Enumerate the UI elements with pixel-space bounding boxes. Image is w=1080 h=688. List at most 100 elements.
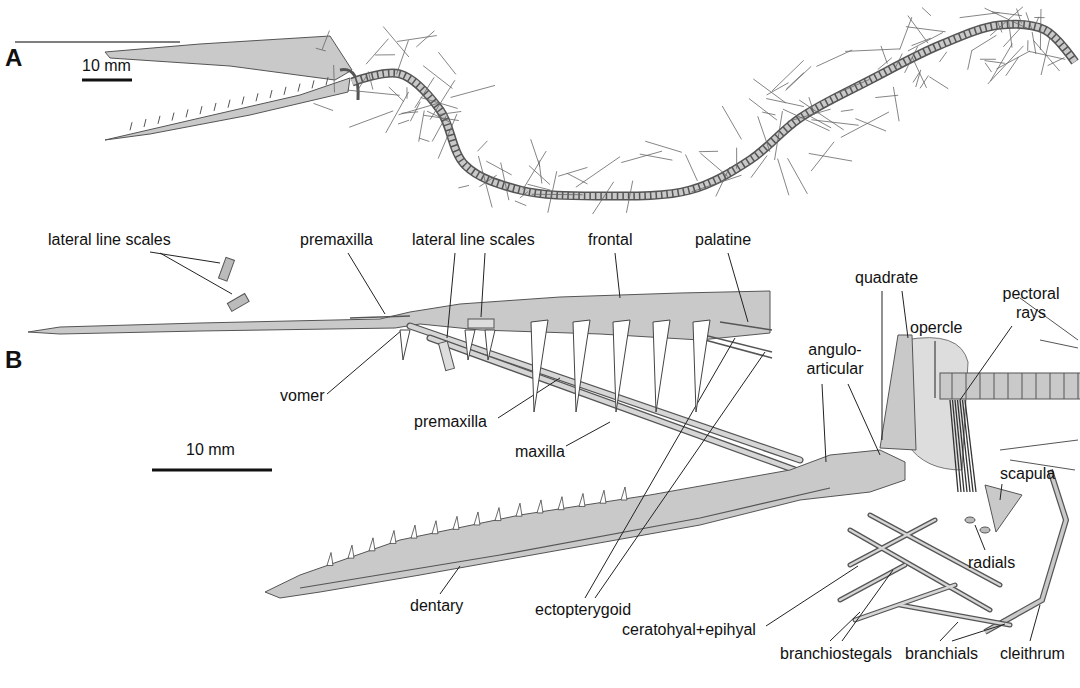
part-label: opercle [910,318,962,337]
tooth [453,516,459,529]
part-label: palatine [695,230,751,249]
fin-ray [762,112,775,115]
tooth [298,84,300,92]
leader-line [1030,605,1040,641]
fin-ray [477,141,487,152]
fin-ray [749,98,777,120]
fin-ray [424,115,459,120]
fin-ray [558,167,587,176]
fin-ray [912,57,926,88]
fin-ray [922,7,931,15]
fin-ray [837,79,870,93]
panel-letter: A [5,44,22,72]
fin-ray [1034,17,1044,18]
tooth [621,487,627,500]
skull-detail [28,252,1080,641]
pectoral-ray [960,400,970,492]
fin-ray [520,192,528,198]
pectoral-ray [963,400,974,492]
tooth [228,100,230,108]
tooth [242,96,244,104]
fin-ray [421,98,458,109]
ectopterygoid [705,340,772,358]
part-label: ectopterygoid [535,600,631,619]
fin-ray [1026,12,1032,29]
fin-ray [700,153,727,176]
tooth [256,93,258,101]
fin-ray [905,47,918,73]
fin-ray [645,141,682,152]
quadrate [880,335,916,450]
cleithrum [985,470,1066,632]
fin-ray [772,60,804,91]
generated-details [130,7,1078,566]
part-label: scapula [1000,464,1055,483]
fin-ray [515,201,526,206]
lateral-line-scale [227,294,249,312]
fin-ray [783,109,830,131]
cleithrum [985,470,1066,632]
fin-ray [430,80,455,119]
leader-line [498,378,560,418]
fin-ray [929,77,948,89]
fin-ray [357,76,367,92]
leader-line [595,352,765,598]
vertebra [1022,373,1023,399]
fin-ray [567,173,588,184]
fin-ray [845,49,900,51]
part-label: radials [968,553,1015,572]
fin-ray [996,51,1029,69]
fin-ray [906,27,946,32]
fin-ray [415,77,434,107]
fin-ray [333,65,335,92]
fin-ray [1006,57,1019,76]
maxilla [430,338,795,470]
fin-ray [416,31,434,47]
branchial [900,605,1010,625]
part-label: dentary [410,596,463,615]
dentary-canal [300,488,830,588]
fin-ray [816,50,852,66]
tooth [158,116,160,124]
fin-ray [1027,40,1028,51]
leader-line [481,253,485,317]
tooth [312,80,314,88]
vertebra [994,373,995,399]
vertebra [1078,373,1079,399]
lateral-line-scale [439,341,455,370]
fin-ray [809,153,852,161]
vertebra [966,373,967,399]
fin-ray [811,120,858,126]
fin-ray [766,99,804,107]
tooth [653,320,670,412]
fin-ray [893,87,899,121]
fin-ray [692,175,742,192]
tooth [326,77,328,85]
fin-ray [349,111,393,127]
fin-ray [593,182,614,214]
part-label: lateral line scales [412,230,535,249]
leader-line [1000,484,1002,500]
fin-ray [401,112,418,114]
fin-ray [406,87,407,98]
tooth [558,497,564,510]
fin-ray [855,119,886,131]
fin-ray [419,110,425,141]
premaxilla [410,326,800,460]
fin-ray [900,17,912,50]
fin-rays [1000,298,1078,470]
leader-line [440,566,460,594]
leader-line [566,422,610,446]
fin-ray [1040,340,1078,348]
leader-line [615,253,620,298]
leader-line [882,291,883,440]
fin-ray [348,90,400,95]
fin-ray [368,71,373,89]
tooth [144,119,146,127]
radial [980,527,990,533]
tooth [485,330,495,360]
leader-line [952,624,1005,641]
tooth [369,538,375,551]
tooth [172,113,174,121]
fin-ray [881,46,887,64]
